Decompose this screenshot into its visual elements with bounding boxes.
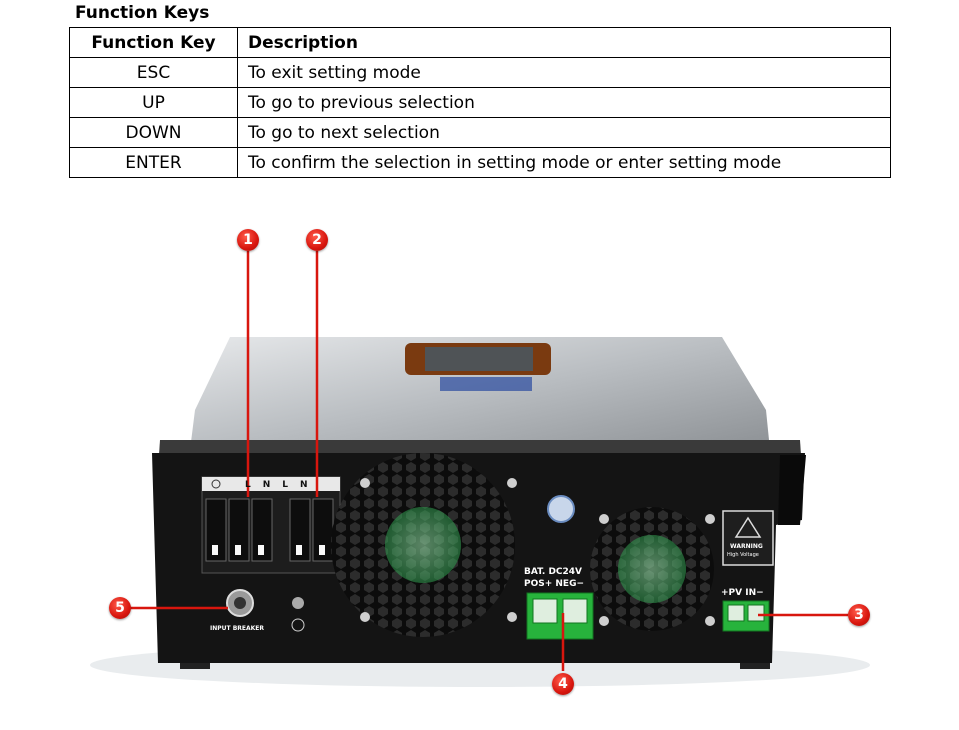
- table-row: ESC To exit setting mode: [69, 57, 891, 88]
- terminal-mark-n2: N: [300, 480, 320, 490]
- warning-subtitle: High Voltage: [727, 552, 759, 558]
- header-description: Description: [237, 27, 891, 58]
- function-keys-table: Function Key Description ESC To exit set…: [69, 27, 891, 178]
- warning-triangle-icon: [734, 516, 762, 538]
- key-cell: DOWN: [69, 117, 238, 148]
- callout-leaders: [128, 251, 848, 671]
- ground-symbol-icon: [291, 618, 305, 632]
- callout-5: 5: [109, 597, 131, 619]
- callout-4: 4: [552, 673, 574, 695]
- key-cell: UP: [69, 87, 238, 118]
- lcd-screen: [425, 347, 533, 371]
- table-row: DOWN To go to next selection: [69, 117, 891, 148]
- section-title: Function Keys: [75, 3, 210, 23]
- battery-label-line2: POS+ NEG−: [524, 579, 585, 589]
- terminal-mark-l1: L: [245, 480, 263, 490]
- terminal-label-strip: [202, 477, 340, 491]
- key-cell: ESC: [69, 57, 238, 88]
- table-header-row: Function Key Description: [69, 27, 891, 58]
- table-row: ENTER To confirm the selection in settin…: [69, 147, 891, 178]
- battery-label-line1: BAT. DC24V: [524, 567, 583, 577]
- description-cell: To go to next selection: [237, 117, 891, 148]
- description-cell: To go to previous selection: [237, 87, 891, 118]
- callout-1: 1: [237, 229, 259, 251]
- inverter-illustration: [90, 251, 870, 687]
- description-cell: To confirm the selection in setting mode…: [237, 147, 891, 178]
- terminal-mark-l2: L: [282, 480, 301, 490]
- callout-3: 3: [848, 604, 870, 626]
- table-row: UP To go to previous selection: [69, 87, 891, 118]
- pv-label: +PV IN−: [721, 588, 764, 598]
- ground-screw: [292, 597, 304, 609]
- terminal-mark-n1: N: [262, 480, 283, 490]
- description-cell: To exit setting mode: [237, 57, 891, 88]
- side-bracket: [778, 455, 806, 525]
- qc-sticker: [547, 495, 575, 523]
- top-lid: [190, 337, 770, 450]
- ground-symbol-icon: [211, 479, 221, 489]
- warning-title: WARNING: [730, 543, 763, 550]
- key-cell: ENTER: [69, 147, 238, 178]
- input-breaker-label: INPUT BREAKER: [210, 625, 265, 632]
- brand-logo: [440, 377, 532, 391]
- inverter-photo: LNLN INPUT BREAKER BAT. DC24V POS+ NEG− …: [40, 185, 959, 730]
- header-function-key: Function Key: [69, 27, 238, 58]
- callout-2: 2: [306, 229, 328, 251]
- warning-label: [722, 510, 774, 566]
